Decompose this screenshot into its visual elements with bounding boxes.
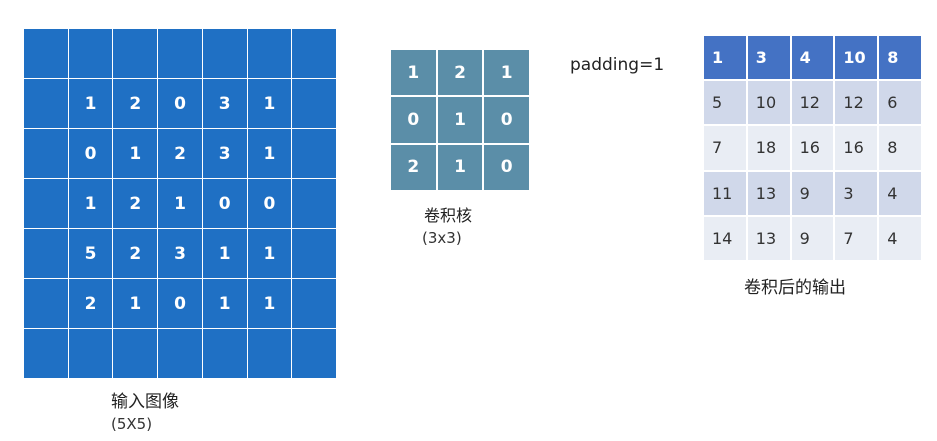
- input-grid-cell: 0: [68, 129, 113, 178]
- output-grid-cell: 10: [835, 36, 878, 80]
- kernel-grid-cell: 1: [437, 97, 483, 143]
- output-grid-cell: 13: [747, 216, 790, 260]
- output-grid-cell: 4: [791, 36, 834, 80]
- input-grid-cell: 1: [247, 79, 292, 128]
- kernel-grid-cell: 1: [391, 50, 436, 96]
- kernel-grid-cell: 1: [484, 50, 529, 96]
- input-grid-cell: [24, 129, 68, 178]
- output-grid-cell: 16: [791, 126, 834, 170]
- input-grid-cell: [247, 329, 292, 378]
- input-grid-cell: 1: [113, 129, 158, 178]
- input-grid-cell: 2: [113, 179, 158, 228]
- input-grid-cell: 3: [202, 129, 247, 178]
- output-grid-cell: 10: [747, 81, 790, 125]
- output-grid-cell: 6: [879, 81, 921, 125]
- output-grid-cell: 1: [704, 36, 746, 80]
- input-grid-cell: [24, 229, 68, 278]
- kernel-grid-cell: 0: [484, 97, 529, 143]
- output-grid-cell: 5: [704, 81, 746, 125]
- input-grid-cell: [202, 29, 247, 78]
- output-grid-cell: 13: [747, 171, 790, 215]
- input-grid-cell: 1: [158, 179, 202, 228]
- kernel-grid-cell: 1: [437, 144, 483, 190]
- input-grid-cell: 1: [202, 279, 247, 328]
- kernel-title: 卷积核: [424, 206, 473, 225]
- kernel-size: (3x3): [422, 229, 462, 247]
- kernel-grid-cell: 2: [391, 144, 436, 190]
- input-image-caption: 输入图像 (5X5): [111, 391, 179, 435]
- input-grid-cell: 2: [113, 229, 158, 278]
- output-caption: 卷积后的输出: [744, 278, 846, 298]
- input-grid-cell: 1: [113, 279, 158, 328]
- input-grid-cell: [292, 129, 336, 178]
- input-grid-cell: [292, 279, 336, 328]
- input-grid-cell: [24, 79, 68, 128]
- output-grid-cell: 11: [704, 171, 746, 215]
- input-grid-cell: [68, 29, 113, 78]
- output-grid-cell: 4: [879, 171, 921, 215]
- padding-label: padding=1: [570, 55, 665, 75]
- input-grid-cell: [292, 179, 336, 228]
- input-grid-cell: 2: [68, 279, 113, 328]
- output-grid-cell: 3: [835, 171, 878, 215]
- input-grid-cell: [292, 329, 336, 378]
- input-grid-cell: [24, 179, 68, 228]
- output-grid-cell: 16: [835, 126, 878, 170]
- input-image-title: 输入图像: [111, 392, 179, 412]
- input-grid-cell: [113, 329, 158, 378]
- input-grid-cell: [292, 79, 336, 128]
- input-grid-cell: 1: [247, 129, 292, 178]
- output-grid-cell: 8: [879, 126, 921, 170]
- input-grid-cell: 1: [68, 79, 113, 128]
- input-grid-cell: [292, 229, 336, 278]
- input-grid-cell: [24, 279, 68, 328]
- output-grid-cell: 12: [791, 81, 834, 125]
- output-grid-cell: 12: [835, 81, 878, 125]
- input-grid-cell: 1: [68, 179, 113, 228]
- input-grid-cell: 1: [247, 229, 292, 278]
- kernel-caption: 卷积核 (3x3): [422, 205, 473, 249]
- input-grid-cell: 3: [158, 229, 202, 278]
- input-image-size: (5X5): [111, 415, 153, 433]
- input-grid-cell: 5: [68, 229, 113, 278]
- kernel-grid-cell: 2: [437, 50, 483, 96]
- input-grid-cell: [113, 29, 158, 78]
- output-grid-cell: 8: [879, 36, 921, 80]
- output-grid-cell: 18: [747, 126, 790, 170]
- output-grid-cell: 3: [747, 36, 790, 80]
- input-grid-cell: [202, 329, 247, 378]
- input-grid-cell: 2: [158, 129, 202, 178]
- output-grid-cell: 4: [879, 216, 921, 260]
- input-grid-cell: 0: [202, 179, 247, 228]
- kernel-grid-cell: 0: [391, 97, 436, 143]
- input-grid-cell: 3: [202, 79, 247, 128]
- output-grid-cell: 14: [704, 216, 746, 260]
- input-grid-cell: 1: [202, 229, 247, 278]
- input-grid-cell: [24, 29, 68, 78]
- input-grid-cell: [292, 29, 336, 78]
- output-grid-cell: 7: [835, 216, 878, 260]
- input-grid-cell: 0: [158, 79, 202, 128]
- input-grid-cell: 1: [247, 279, 292, 328]
- input-grid-cell: 2: [113, 79, 158, 128]
- input-grid-cell: 0: [158, 279, 202, 328]
- input-grid-cell: [158, 329, 202, 378]
- input-grid-cell: [24, 329, 68, 378]
- input-grid-cell: 0: [247, 179, 292, 228]
- input-grid-cell: [68, 329, 113, 378]
- output-grid-cell: 9: [791, 171, 834, 215]
- kernel-grid-cell: 0: [484, 144, 529, 190]
- input-grid-cell: [158, 29, 202, 78]
- input-grid-cell: [247, 29, 292, 78]
- output-grid-cell: 7: [704, 126, 746, 170]
- output-grid-cell: 9: [791, 216, 834, 260]
